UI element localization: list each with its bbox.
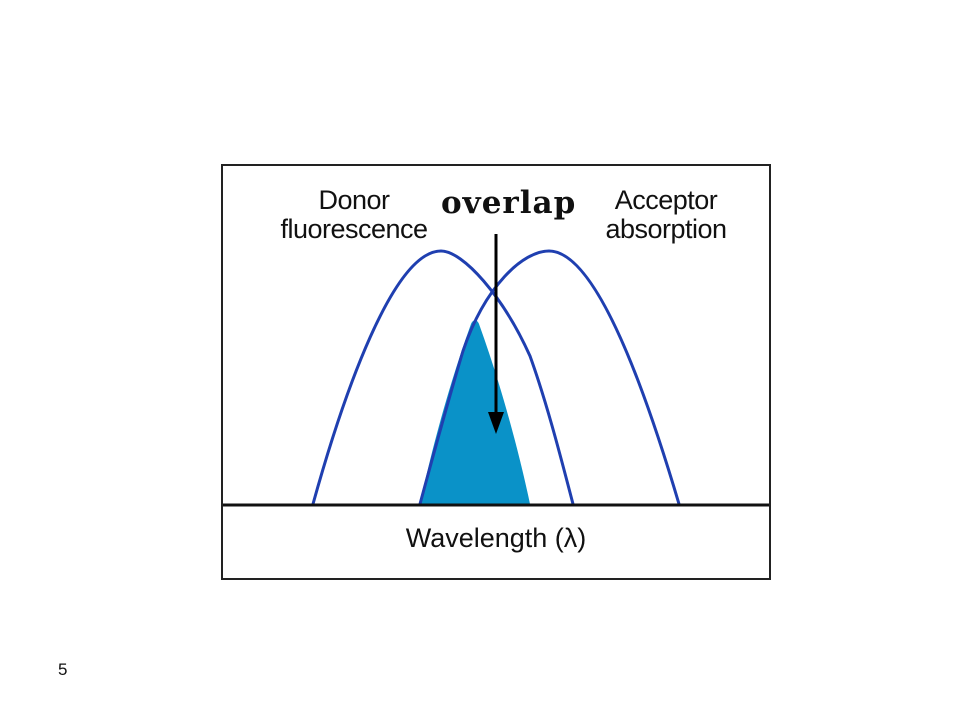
acceptor-label-line1: Acceptor [614, 185, 718, 215]
page-number: 5 [58, 660, 68, 679]
donor-fluorescence-curve [311, 249, 575, 505]
overlap-arrow-head [488, 412, 504, 434]
donor-label-line2: fluorescence [280, 214, 428, 244]
acceptor-absorption-curve [418, 249, 681, 505]
wavelength-axis-label: Wavelength (λ) [405, 523, 587, 553]
spectral-overlap-graphic [223, 234, 769, 507]
acceptor-absorption-label: Acceptor absorption [561, 185, 769, 244]
overlap-region [420, 320, 530, 504]
acceptor-label-line2: absorption [605, 214, 727, 244]
donor-fluorescence-label: Donor fluorescence [223, 186, 485, 244]
overlap-label: overlap [441, 185, 577, 221]
spectral-overlap-figure: Donor fluorescence overlap Acceptor abso… [221, 164, 771, 580]
donor-label-line1: Donor [318, 185, 390, 215]
